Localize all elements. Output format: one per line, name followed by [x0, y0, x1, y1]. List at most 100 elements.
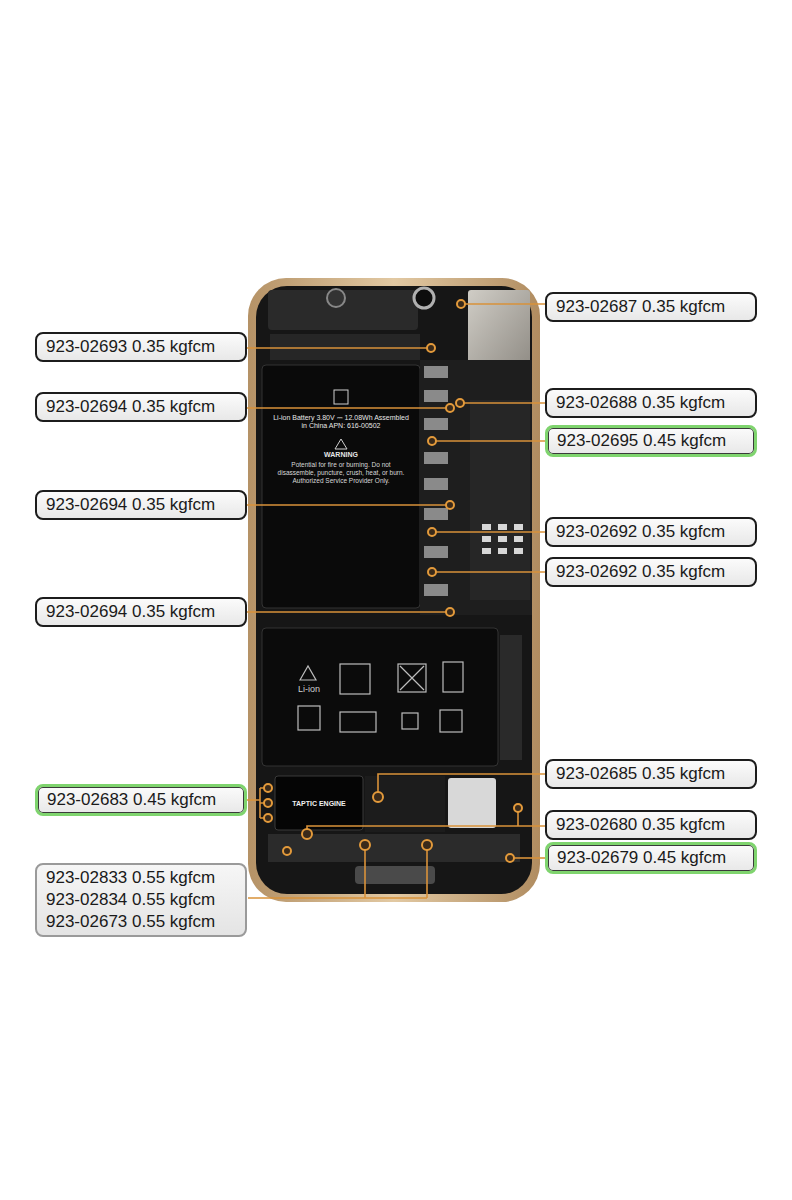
connector	[424, 390, 448, 402]
connector	[424, 418, 448, 430]
battery-icon	[334, 390, 348, 404]
leader-line	[247, 407, 446, 409]
screw	[456, 399, 464, 407]
printed-marking: TAPTIC ENGINE	[279, 800, 359, 808]
leader-line	[307, 812, 545, 829]
contact	[482, 524, 491, 530]
screw-points	[264, 300, 522, 862]
recycle-symbol	[300, 666, 316, 680]
taptic-engine	[275, 776, 363, 830]
screw	[264, 799, 272, 807]
connector	[424, 584, 448, 596]
bin-symbol	[400, 666, 424, 690]
contact	[498, 524, 507, 530]
contact	[498, 548, 507, 554]
contact	[482, 536, 491, 542]
screw	[283, 847, 291, 855]
warning-triangle	[335, 439, 347, 449]
symbol	[340, 712, 376, 732]
contact	[514, 536, 523, 542]
loudspeaker	[448, 778, 496, 828]
leader-line	[436, 440, 545, 442]
logic-board-shield	[470, 400, 530, 600]
camera-lens	[414, 288, 434, 308]
screw-spec: 923-02687 0.35 kgfcm	[556, 296, 746, 318]
torque-callout: 923-02687 0.35 kgfcm	[545, 292, 757, 322]
sim-contacts	[482, 524, 523, 554]
contact	[482, 548, 491, 554]
leader-line	[436, 571, 545, 573]
screw-spec: 923-02673 0.55 kgfcm	[46, 911, 236, 933]
logic-board	[420, 360, 532, 615]
lower-bracket	[365, 776, 445, 832]
symbol	[398, 664, 426, 692]
screw-spec: 923-02694 0.35 kgfcm	[46, 494, 236, 516]
connector	[424, 366, 448, 378]
contact	[498, 536, 507, 542]
screw-spec: 923-02692 0.35 kgfcm	[556, 521, 746, 543]
screw	[373, 792, 383, 802]
symbol	[298, 706, 320, 730]
screw	[302, 829, 312, 839]
screw-spec: 923-02688 0.35 kgfcm	[556, 392, 746, 414]
battery-symbols	[298, 662, 463, 732]
camera-bracket	[268, 290, 418, 330]
leader-line	[436, 531, 545, 533]
torque-callout: 923-02680 0.35 kgfcm	[545, 810, 757, 840]
torque-callout: 923-02833 0.55 kgfcm923-02834 0.55 kgfcm…	[35, 863, 247, 937]
screw	[514, 804, 522, 812]
leader-line	[247, 788, 264, 818]
torque-callout: 923-02688 0.35 kgfcm	[545, 388, 757, 418]
screw	[446, 404, 454, 412]
torque-callout: 923-02694 0.35 kgfcm	[35, 392, 247, 422]
screw	[457, 300, 465, 308]
rf-shield	[468, 290, 530, 370]
screw	[428, 437, 436, 445]
leader-line	[248, 849, 427, 898]
battery-cell-upper	[262, 365, 420, 608]
torque-callout: 923-02694 0.35 kgfcm	[35, 490, 247, 520]
torque-callout: 923-02685 0.35 kgfcm	[545, 759, 757, 789]
flex-cable	[270, 334, 420, 360]
screw-spec: 923-02693 0.35 kgfcm	[46, 336, 236, 358]
symbol	[340, 664, 370, 694]
leader-line	[514, 857, 545, 859]
screw	[446, 501, 454, 509]
screw	[428, 528, 436, 536]
printed-marking: Li-ion Battery 3.80V ⎓ 12.08Wh Assembled…	[273, 414, 409, 431]
connector	[424, 508, 448, 520]
screw	[360, 840, 370, 850]
screw-spec: 923-02695 0.45 kgfcm	[557, 430, 745, 452]
torque-callout: 923-02695 0.45 kgfcm	[545, 425, 757, 457]
connector	[424, 452, 448, 464]
screw-spec: 923-02679 0.45 kgfcm	[557, 847, 745, 869]
sensor	[327, 289, 345, 307]
screw-spec: 923-02683 0.45 kgfcm	[47, 789, 235, 811]
connector	[424, 546, 448, 558]
contact	[514, 548, 523, 554]
screw-spec: 923-02834 0.55 kgfcm	[46, 889, 236, 911]
screw	[264, 814, 272, 822]
screw	[427, 344, 435, 352]
printed-marking: Li-ion	[289, 684, 329, 695]
torque-callout: 923-02694 0.35 kgfcm	[35, 597, 247, 627]
screw	[428, 568, 436, 576]
torque-callout: 923-02683 0.45 kgfcm	[35, 784, 247, 816]
printed-marking: Potential for fire or burning. Do not di…	[273, 461, 409, 484]
torque-callout: 923-02692 0.35 kgfcm	[545, 557, 757, 587]
screw-spec: 923-02692 0.35 kgfcm	[556, 561, 746, 583]
screw-spec: 923-02833 0.55 kgfcm	[46, 867, 236, 889]
leader-line	[465, 303, 545, 305]
symbol	[443, 662, 463, 692]
screw	[264, 784, 272, 792]
screw-spec: 923-02694 0.35 kgfcm	[46, 601, 236, 623]
leader-lines	[247, 304, 545, 898]
phone-frame	[248, 278, 540, 902]
screw	[506, 854, 514, 862]
board-connectors	[424, 366, 448, 596]
leader-line	[464, 402, 545, 404]
printed-marking: WARNING	[301, 451, 381, 459]
symbol	[440, 710, 462, 732]
phone-body	[248, 278, 540, 902]
